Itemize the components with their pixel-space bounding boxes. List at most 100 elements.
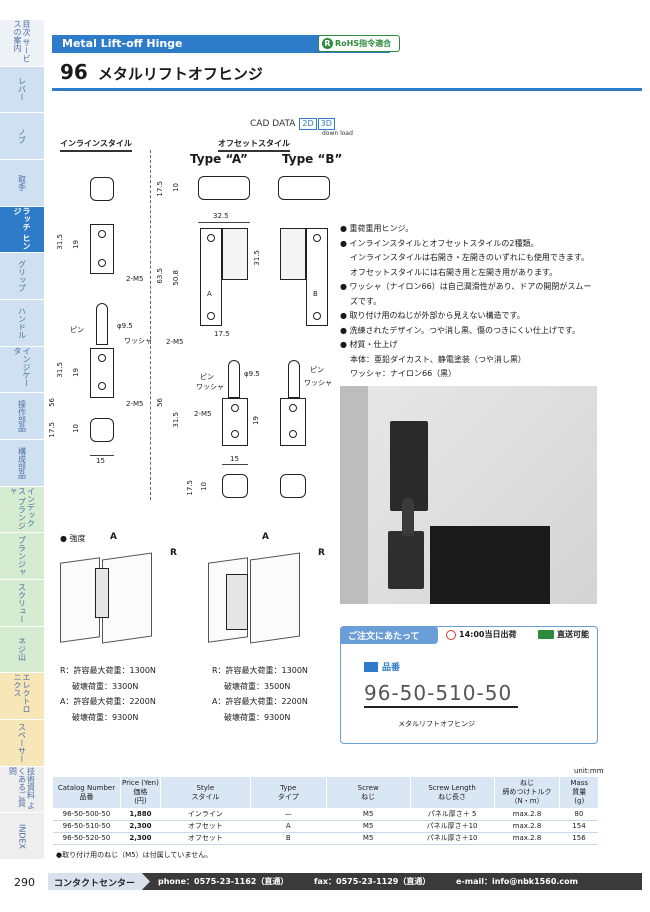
side-tab[interactable]: ラッチ ヒンジ <box>0 206 44 254</box>
dim-10: 10 <box>200 482 208 491</box>
dim-31-5: 31.5 <box>56 234 64 250</box>
part-name: メタルリフトオフヒンジ <box>398 720 475 728</box>
strength-line: 破壊荷重：9300N <box>72 712 139 722</box>
cad-2d-button[interactable]: 2D <box>299 118 317 130</box>
side-tab[interactable]: インデックス プランジャ <box>0 486 44 534</box>
table-cell: オフセット <box>160 832 251 845</box>
feature-item: ● 重荷重用ヒンジ。 <box>340 224 414 233</box>
footer-phone[interactable]: phone：0575-23-1162（直通） <box>158 877 289 886</box>
side-tab[interactable]: スペーサー <box>0 720 44 767</box>
screw-hole <box>98 354 106 362</box>
order-box <box>340 626 598 744</box>
side-tab-label: エレクトロ ニクス <box>13 673 31 714</box>
dim-10: 10 <box>72 424 80 433</box>
type-a-label: Type “A” <box>190 152 248 166</box>
side-tab[interactable]: エレクトロ ニクス <box>0 673 44 720</box>
screw-hole <box>289 430 297 438</box>
header-title-en: Metal Lift-off Hinge <box>62 37 183 50</box>
arrow-r-label: R <box>318 548 325 558</box>
table-cell: 2,300 <box>120 820 161 833</box>
type-b-bottom-cap <box>280 474 306 498</box>
truck-icon <box>538 630 554 639</box>
type-b-pin <box>288 360 300 398</box>
photo-hinge-pin <box>402 498 414 536</box>
cad-data: CAD DATA 2D 3D <box>250 118 336 130</box>
dim-56: 56 <box>48 398 56 407</box>
feature-item: 本体：亜鉛ダイカスト、静電塗装（つや消し黒） <box>350 354 526 364</box>
dim-31-5: 31.5 <box>253 250 261 266</box>
screw-hole <box>313 234 321 242</box>
table-cell: 2,300 <box>120 832 161 845</box>
column-header-line: Mass <box>570 779 589 787</box>
contact-center: コンタクトセンター <box>54 879 136 889</box>
side-tab[interactable]: 技術資料 よくあるご質問 <box>0 766 44 814</box>
part-number-example: 96-50-510-50 <box>364 680 518 708</box>
side-tab[interactable]: 取手 <box>0 160 44 207</box>
side-tab[interactable]: インジケータ <box>0 346 44 394</box>
column-header-line: (g) <box>574 797 585 805</box>
side-tab[interactable]: ノブ <box>0 113 44 160</box>
feature-item: ● インラインスタイルとオフセットスタイルの2種類。 <box>340 238 539 248</box>
pin-label: ピン <box>200 373 214 381</box>
type-a-leaf <box>200 228 222 326</box>
column-header-line: スタイル <box>191 792 220 801</box>
unit-label: unit:mm <box>574 767 604 775</box>
dim-15: 15 <box>230 455 239 463</box>
side-tab[interactable]: 操作部品 <box>0 393 44 440</box>
table-cell: パネル厚さ＋10 <box>410 820 495 833</box>
door-panel <box>60 557 100 643</box>
side-tab-label: 操作部品 <box>17 400 27 433</box>
column-header-line: ねじ <box>361 792 376 801</box>
side-tab[interactable]: スクリュー <box>0 580 44 627</box>
header-band: Metal Lift-off Hinge <box>52 35 390 53</box>
side-tab[interactable]: 目次 サービスの案内 <box>0 20 44 67</box>
table-cell: max.2.8 <box>494 832 560 845</box>
arrow-a-label: A <box>110 532 117 542</box>
table-cell: M5 <box>326 820 411 833</box>
type-b-top-cap <box>278 176 330 200</box>
column-header-line: 質量 <box>572 788 587 796</box>
rohs-badge: R RoHS指令適合 <box>318 35 400 52</box>
footer-contact-label: コンタクトセンター <box>48 873 150 890</box>
offset-style-label: オフセットスタイル <box>218 138 290 152</box>
dim-17-5: 17.5 <box>156 181 164 197</box>
side-tab-label: 技術資料 よくあるご質問 <box>8 766 36 810</box>
direct-delivery: 直送可能 <box>538 629 589 640</box>
cad-3d-button[interactable]: 3D <box>317 118 335 130</box>
footer-email[interactable]: e-mail：info@nbk1560.com <box>456 877 578 886</box>
type-a-pin <box>228 360 240 398</box>
feature-item: ワッシャ：ナイロン66（黒） <box>350 369 457 378</box>
table-cell: A <box>250 820 327 833</box>
feature-item: ● 材質・仕上げ <box>340 340 398 349</box>
side-tab[interactable]: グリップ <box>0 253 44 300</box>
side-tab[interactable]: ネジ山 <box>0 626 44 674</box>
inline-pin <box>96 303 108 345</box>
side-tab[interactable]: レバー <box>0 66 44 114</box>
column-header: Price (Yen)価格(円) <box>119 777 161 808</box>
direct-label: 直送可能 <box>557 630 589 639</box>
side-tab-label: 構成部品 <box>17 446 27 479</box>
column-header-line: 締めつけトルク <box>502 788 552 796</box>
column-header-line: Screw <box>357 783 379 792</box>
side-tab[interactable]: ハンドル <box>0 300 44 347</box>
table-cell: M5 <box>326 832 411 845</box>
table-note: ●取り付け用のねじ（M5）は付属していません。 <box>56 851 213 859</box>
feature-item: ● ワッシャ（ナイロン66）は自己潤滑性があり、ドアの開閉がスムー <box>340 282 592 291</box>
screw-hole <box>313 312 321 320</box>
side-tab[interactable]: 構成部品 <box>0 440 44 487</box>
part-label: 品番 <box>382 663 401 673</box>
side-tab[interactable]: INDEX <box>0 813 44 860</box>
side-tab[interactable]: プランジャ <box>0 533 44 580</box>
dim-2m5: 2-M5 <box>166 338 184 346</box>
side-tab-label: プランジャ <box>17 536 27 577</box>
column-header-line: （N・m） <box>510 797 544 805</box>
footer-bar <box>48 873 642 890</box>
strength-line: 破壊荷重：9300N <box>224 712 291 722</box>
dim-19: 19 <box>72 368 80 377</box>
